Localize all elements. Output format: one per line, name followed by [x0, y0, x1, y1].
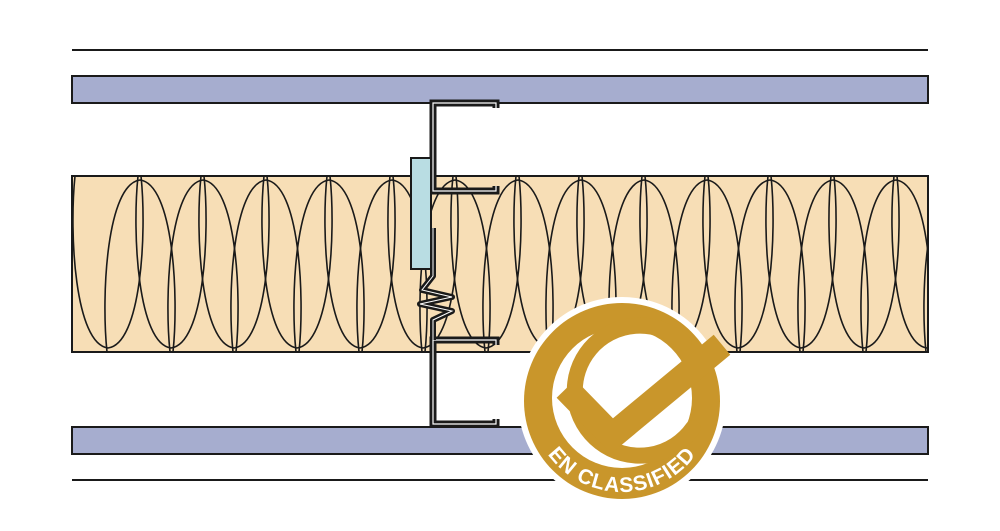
insulation-fibre-loop [828, 176, 900, 349]
insulation-fibre-loop [230, 179, 302, 352]
insulation-fibre-loop [891, 176, 928, 349]
resilient-connector [417, 228, 455, 340]
insulation-fibre-loop [135, 176, 207, 349]
insulation-fibre-loop [955, 176, 1000, 348]
insulation-fibre-loop [545, 179, 617, 352]
insulation-fibre-loop [324, 176, 396, 349]
insulation-fibre-loop [765, 176, 837, 349]
insulation-fibre-loop [797, 179, 869, 352]
insulation-fibre-loop [608, 179, 680, 352]
lower-steel-stud [429, 336, 500, 428]
insulation-fibre-loop [72, 176, 144, 349]
en-classified-badge: EN CLASSIFIED [518, 297, 731, 505]
insulation-fibre-loop [198, 176, 270, 349]
upper-steel-stud [429, 99, 500, 195]
checkmark-icon [556, 334, 731, 454]
insulation-fibre-loop [387, 176, 459, 349]
insulation-fibre-loop [482, 179, 554, 352]
insulation-fibre-loop [702, 176, 774, 349]
insulation-fibre-loop [261, 176, 333, 349]
insulation-fibre-loop [734, 179, 806, 352]
insulation-layer [71, 175, 929, 353]
insulation-fibre-loop [860, 179, 928, 352]
insulation-fibre-loop [923, 239, 928, 352]
top-plasterboard [71, 75, 929, 104]
insulation-fibre-loop [167, 179, 239, 352]
insulation-fibre-loop [293, 179, 365, 352]
spacer-strip [410, 157, 432, 270]
insulation-fibre-loop [450, 176, 522, 349]
insulation-fibre-loop [671, 179, 743, 352]
insulation-fibre-loop [104, 179, 176, 352]
bottom-plasterboard [71, 426, 929, 455]
